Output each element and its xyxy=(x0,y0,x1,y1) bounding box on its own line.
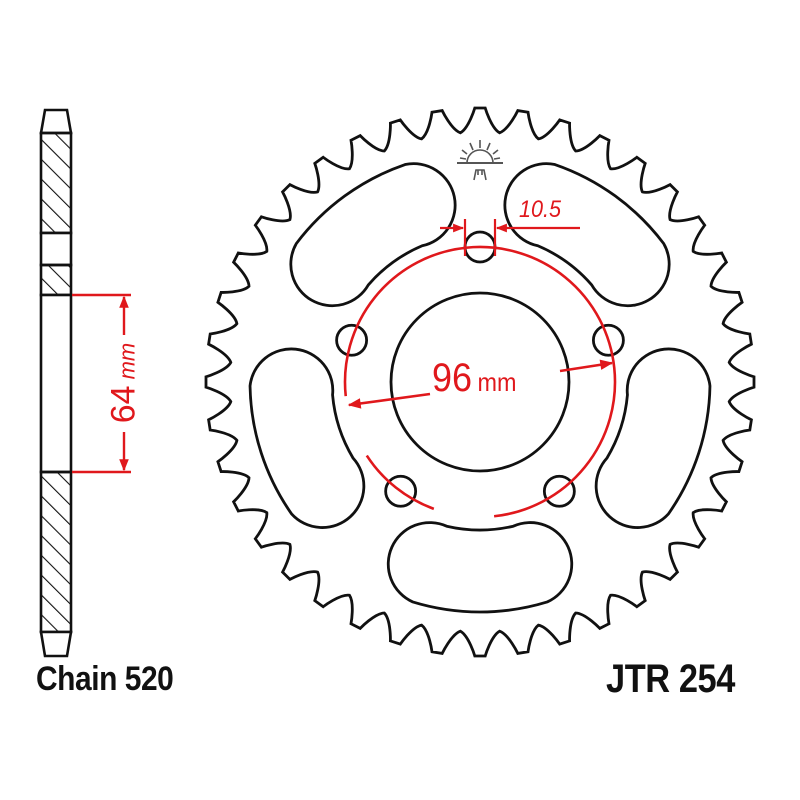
pcd-arc-lower-left xyxy=(365,454,435,511)
kidney-slot xyxy=(289,162,457,308)
width-dimension-label: 64 mm xyxy=(105,343,144,423)
lightening-slots xyxy=(248,162,712,614)
hub-bore-section xyxy=(39,293,73,474)
bolt-hole xyxy=(335,323,369,357)
part-number-label: JTR 254 xyxy=(606,657,735,701)
kidney-slot xyxy=(248,347,366,529)
width-unit: mm xyxy=(114,342,140,380)
bolt-hole xyxy=(591,323,625,357)
sun-horizon-logo-icon xyxy=(457,140,503,181)
bolt-hole-dimension-label: 10.5 xyxy=(519,196,562,223)
gear-teeth-outline xyxy=(204,106,756,658)
bolt-hole xyxy=(542,474,576,508)
width-value: 64 xyxy=(104,385,143,424)
bottom-tooth-tip xyxy=(39,630,73,658)
pcd-unit: mm xyxy=(477,367,517,397)
hatched-section-bottom xyxy=(39,470,73,634)
hatched-section-top xyxy=(39,131,73,235)
pcd-dimension xyxy=(343,245,617,518)
kidney-slot xyxy=(386,521,574,614)
bolt-hole-dimension xyxy=(440,219,580,256)
kidney-slot xyxy=(594,347,712,529)
pcd-value: 96 xyxy=(432,356,473,400)
pcd-arc-main xyxy=(343,245,617,518)
kidney-slot xyxy=(503,162,671,308)
bolt-hole xyxy=(384,474,418,508)
center-hub-bore xyxy=(389,291,571,473)
chain-size-label: Chain 520 xyxy=(36,660,174,698)
width-dimension xyxy=(72,293,131,474)
hatched-section-mid xyxy=(39,263,73,297)
top-tooth-tip xyxy=(39,108,73,135)
side-profile-view xyxy=(39,108,73,658)
gap-section xyxy=(39,231,73,267)
